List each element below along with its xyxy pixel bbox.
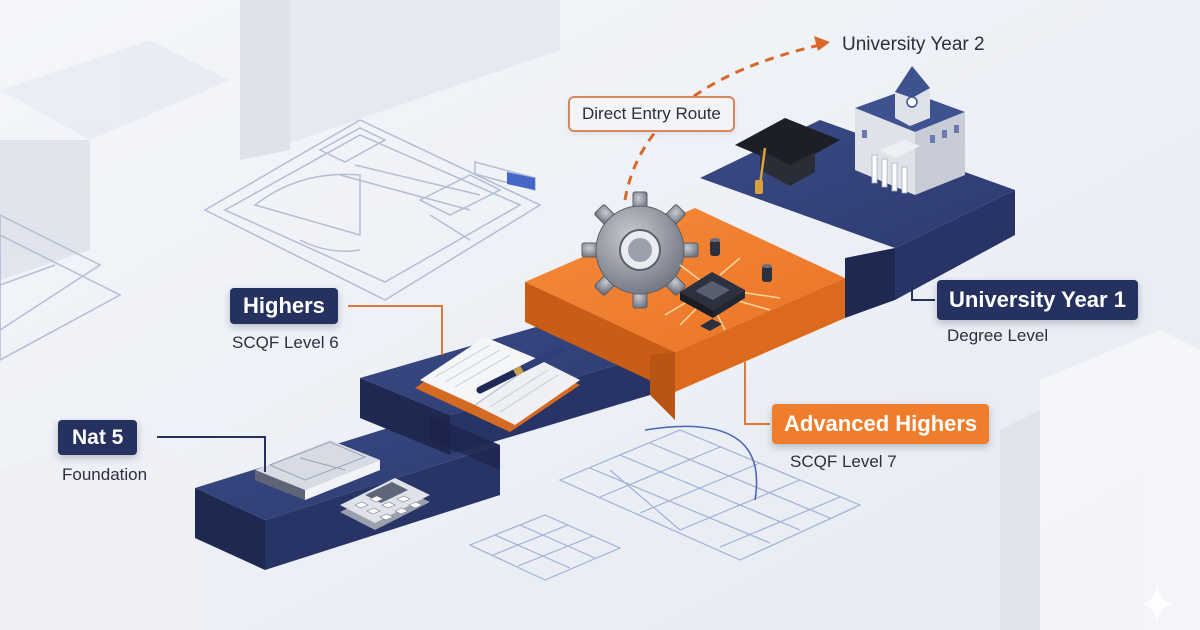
microchip-icon <box>664 257 781 331</box>
university-year-2-label: University Year 2 <box>842 34 985 55</box>
direct-entry-label: Direct Entry Route <box>568 96 735 132</box>
pen-icon <box>476 346 564 394</box>
nat5-subtitle: Foundation <box>62 465 148 484</box>
highers-tag: Highers <box>230 288 338 324</box>
blueprint-sketch-left <box>0 214 122 361</box>
graduation-cap-icon <box>735 118 840 194</box>
book-icon <box>255 440 380 500</box>
step-advanced-highers <box>525 208 845 420</box>
nat5-tag: Nat 5 <box>58 420 138 455</box>
blueprint-sketch-top-left <box>203 119 542 301</box>
university-year-1-tag: University Year 1 <box>937 280 1138 320</box>
gear-icon <box>581 191 699 309</box>
slider-sketch <box>474 161 536 191</box>
notebook-icon <box>415 337 580 432</box>
connector-highers <box>348 305 443 355</box>
grid-sketch-bottom <box>468 425 862 581</box>
advanced-highers-tag: Advanced Highers <box>772 404 990 444</box>
advanced-highers-subtitle: SCQF Level 7 <box>790 452 897 471</box>
university-building-icon <box>855 66 965 195</box>
highers-subtitle: SCQF Level 6 <box>232 333 339 352</box>
calculator-icon <box>340 478 430 530</box>
connector-nat5 <box>157 436 266 472</box>
connector-advanced-highers <box>744 362 770 425</box>
capacitor-icons <box>710 238 772 282</box>
sparkle-icon <box>1142 585 1172 622</box>
university-year-1-subtitle: Degree Level <box>947 326 1049 345</box>
connector-university-year-1 <box>911 260 935 301</box>
